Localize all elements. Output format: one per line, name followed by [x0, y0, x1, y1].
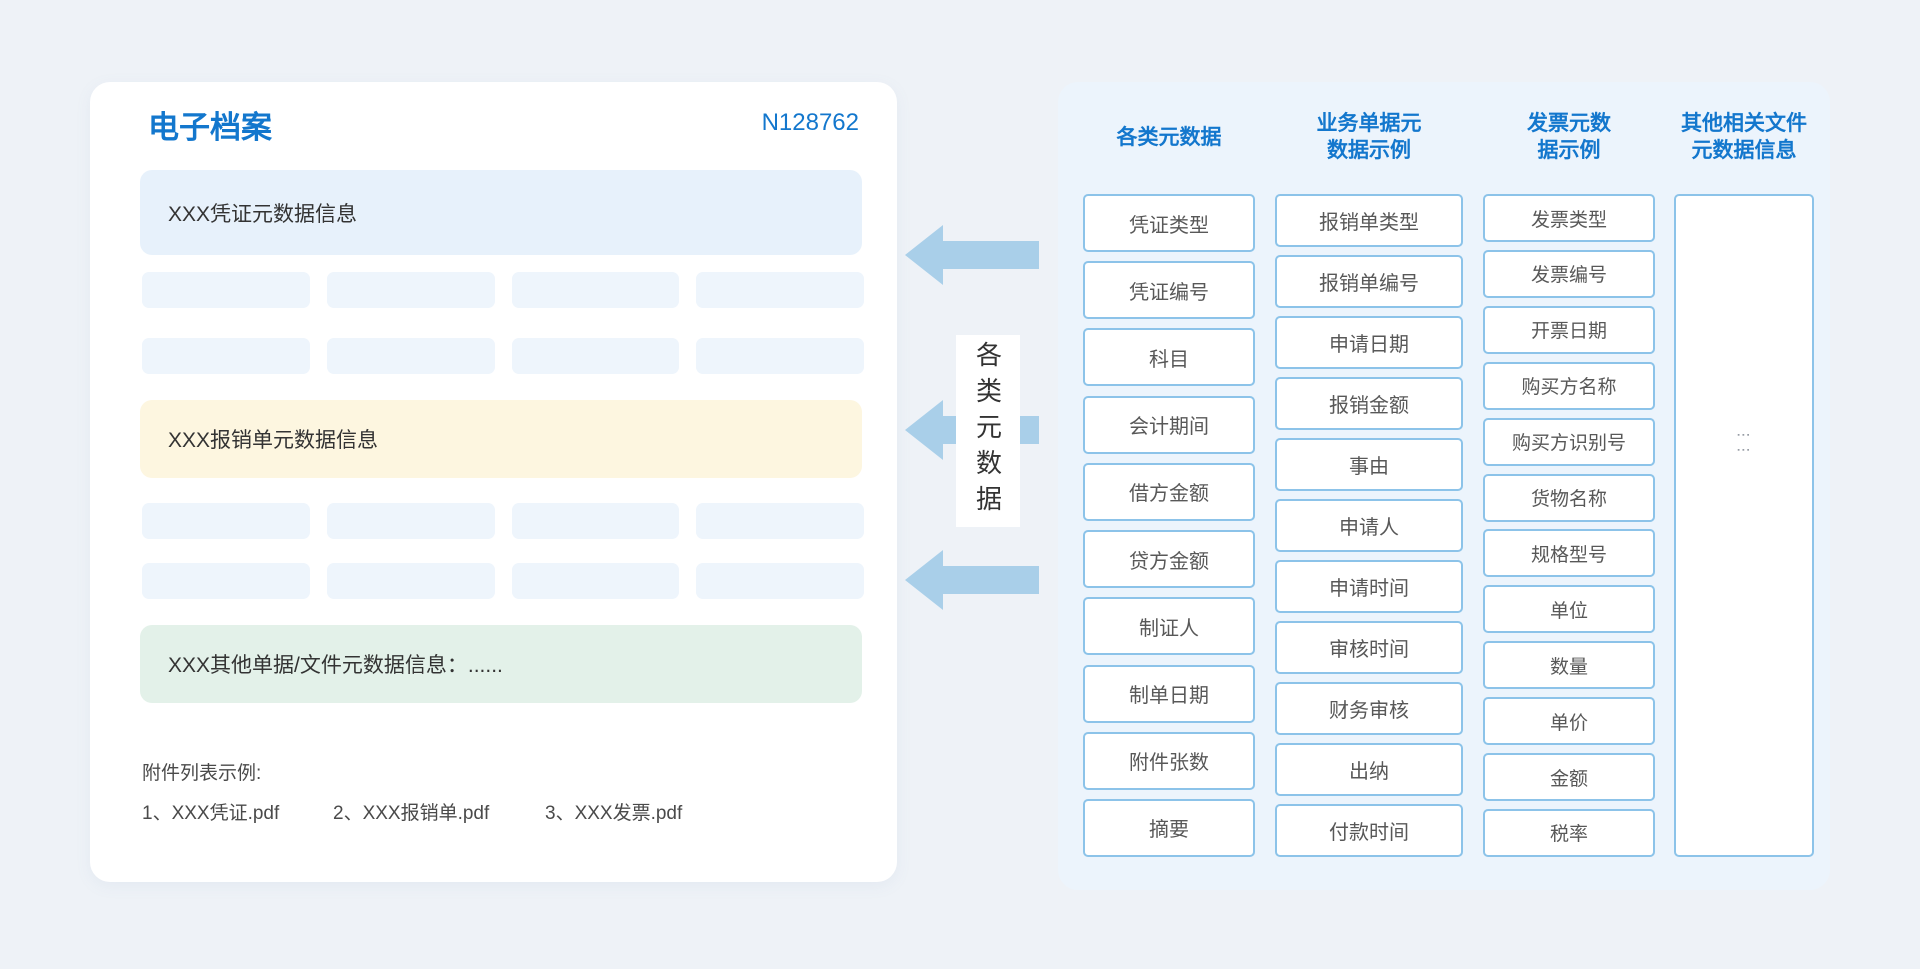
- metadata-item: 财务审核: [1275, 682, 1463, 735]
- left-arrow-icon: [905, 550, 1039, 610]
- metadata-item: 贷方金额: [1083, 530, 1255, 589]
- attachment-list: 1、XXX凭证.pdf 2、XXX报销单.pdf 3、XXX发票.pdf: [142, 798, 682, 825]
- metadata-item: 报销金额: [1275, 377, 1463, 430]
- column-invoice-metadata: 发票元数 据示例 发票类型 发票编号 开票日期 购买方名称 购买方识别号 货物名…: [1483, 82, 1655, 890]
- metadata-item: 购买方识别号: [1483, 417, 1655, 466]
- metadata-item: 发票类型: [1483, 194, 1655, 242]
- placeholder-field-row: [142, 272, 864, 308]
- metadata-panel: 各类元数据 凭证类型 凭证编号 科目 会计期间 借方金额 贷方金额 制证人 制单…: [1058, 82, 1830, 890]
- voucher-metadata-section: XXX凭证元数据信息: [140, 170, 862, 255]
- metadata-item: 货物名称: [1483, 473, 1655, 522]
- metadata-item: 科目: [1083, 328, 1255, 387]
- attachment-item: 2、XXX报销单.pdf: [333, 803, 490, 824]
- column-items: 报销单类型 报销单编号 申请日期 报销金额 事由 申请人 申请时间 审核时间 财…: [1275, 194, 1463, 857]
- voucher-metadata-label: XXX凭证元数据信息: [168, 202, 358, 226]
- column-other-files-metadata: 其他相关文件 元数据信息 ⋮⋮: [1674, 82, 1814, 890]
- metadata-item: 付款时间: [1275, 804, 1463, 857]
- placeholder-field: [511, 563, 680, 599]
- column-header: 各类元数据: [1116, 125, 1222, 149]
- metadata-item: 凭证编号: [1083, 261, 1255, 320]
- placeholder-field-row: [142, 503, 864, 539]
- placeholder-field: [142, 272, 310, 308]
- placeholder-field: [142, 503, 310, 539]
- metadata-item: 单位: [1483, 585, 1655, 634]
- flow-label-box: 各类元数据: [956, 335, 1020, 527]
- placeholder-field: [511, 272, 680, 308]
- flow-label-text: 各类元数据: [972, 341, 1003, 521]
- metadata-item: 会计期间: [1083, 395, 1255, 454]
- column-general-metadata: 各类元数据 凭证类型 凭证编号 科目 会计期间 借方金额 贷方金额 制证人 制单…: [1083, 82, 1255, 890]
- placeholder-field: [326, 563, 495, 599]
- reimbursement-metadata-label: XXX报销单元数据信息: [168, 429, 379, 452]
- attachment-item: 1、XXX凭证.pdf: [142, 803, 280, 824]
- placeholder-field: [511, 338, 680, 374]
- metadata-item: 摘要: [1083, 798, 1255, 857]
- metadata-item: 申请日期: [1275, 316, 1463, 369]
- metadata-item: 附件张数: [1083, 731, 1255, 790]
- other-documents-metadata-section: XXX其他单据/文件元数据信息：......: [140, 625, 862, 703]
- metadata-item: 报销单类型: [1275, 194, 1463, 247]
- metadata-item: 购买方名称: [1483, 361, 1655, 410]
- vertical-ellipsis-icon: ⋮⋮: [1736, 428, 1752, 458]
- metadata-item: 事由: [1275, 438, 1463, 491]
- other-files-empty-box: ⋮⋮: [1674, 194, 1814, 857]
- placeholder-field: [142, 338, 310, 374]
- reimbursement-metadata-section: XXX报销单元数据信息: [140, 400, 862, 478]
- other-documents-metadata-label: XXX其他单据/文件元数据信息：......: [168, 654, 503, 677]
- placeholder-field: [142, 563, 310, 599]
- metadata-item: 发票编号: [1483, 249, 1655, 298]
- metadata-item: 借方金额: [1083, 462, 1255, 521]
- placeholder-field: [326, 338, 495, 374]
- metadata-item: 开票日期: [1483, 305, 1655, 354]
- placeholder-field: [511, 503, 680, 539]
- column-items: 凭证类型 凭证编号 科目 会计期间 借方金额 贷方金额 制证人 制单日期 附件张…: [1083, 194, 1255, 857]
- placeholder-field: [326, 503, 495, 539]
- metadata-item: 税率: [1483, 808, 1655, 857]
- metadata-item: 凭证类型: [1083, 194, 1255, 252]
- placeholder-field: [696, 503, 864, 539]
- metadata-item: 申请人: [1275, 499, 1463, 552]
- metadata-item: 审核时间: [1275, 621, 1463, 674]
- column-items: ⋮⋮: [1674, 194, 1814, 857]
- page-title: 电子档案: [148, 110, 272, 145]
- metadata-item: 申请时间: [1275, 560, 1463, 613]
- metadata-item: 制单日期: [1083, 664, 1255, 723]
- metadata-item: 规格型号: [1483, 529, 1655, 578]
- placeholder-field: [696, 563, 864, 599]
- column-header: 其他相关文件 元数据信息: [1681, 112, 1807, 162]
- column-business-doc-metadata: 业务单据元 数据示例 报销单类型 报销单编号 申请日期 报销金额 事由 申请人 …: [1275, 82, 1463, 890]
- metadata-item: 金额: [1483, 753, 1655, 802]
- left-arrow-icon: [905, 225, 1039, 285]
- metadata-item: 报销单编号: [1275, 255, 1463, 308]
- column-header: 业务单据元 数据示例: [1316, 112, 1422, 162]
- metadata-item: 数量: [1483, 641, 1655, 690]
- document-number: N128762: [761, 109, 859, 136]
- placeholder-field-row: [142, 563, 864, 599]
- placeholder-field-row: [142, 338, 864, 374]
- column-items: 发票类型 发票编号 开票日期 购买方名称 购买方识别号 货物名称 规格型号 单位…: [1483, 194, 1655, 857]
- attachment-list-title: 附件列表示例:: [142, 763, 262, 784]
- column-header: 发票元数 据示例: [1527, 112, 1611, 162]
- placeholder-field: [326, 272, 495, 308]
- archive-card: 电子档案 N128762 XXX凭证元数据信息 XXX报销单元数据信息: [90, 82, 897, 882]
- placeholder-field: [696, 338, 864, 374]
- metadata-item: 出纳: [1275, 743, 1463, 796]
- metadata-item: 制证人: [1083, 597, 1255, 656]
- metadata-item: 单价: [1483, 697, 1655, 746]
- attachment-item: 3、XXX发票.pdf: [545, 803, 683, 824]
- placeholder-field: [696, 272, 864, 308]
